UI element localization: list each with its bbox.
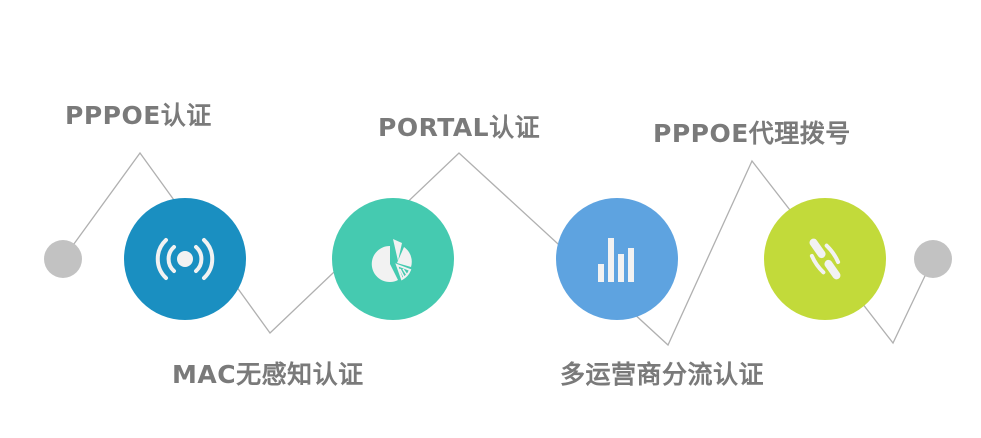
start-endpoint-dot [44, 240, 82, 278]
end-endpoint-dot [914, 240, 952, 278]
wireless-signal-icon [155, 238, 215, 280]
label-pppoe-auth: PPPOE认证 [65, 101, 212, 130]
label-mac-auth: MAC无感知认证 [172, 360, 364, 389]
label-pppoe-proxy-dial: PPPOE代理拨号 [653, 119, 851, 148]
label-multi-isp-auth: 多运营商分流认证 [560, 360, 765, 389]
node-portal-auth [556, 198, 678, 320]
label-portal-auth: PORTAL认证 [378, 113, 541, 142]
node-mac-auth [332, 198, 454, 320]
chain-link-icon [809, 238, 841, 280]
node-pppoe-auth [124, 198, 246, 320]
bar-chart-icon [598, 238, 634, 282]
pie-chart-icon [371, 239, 412, 282]
node-multi-isp-auth [764, 198, 886, 320]
